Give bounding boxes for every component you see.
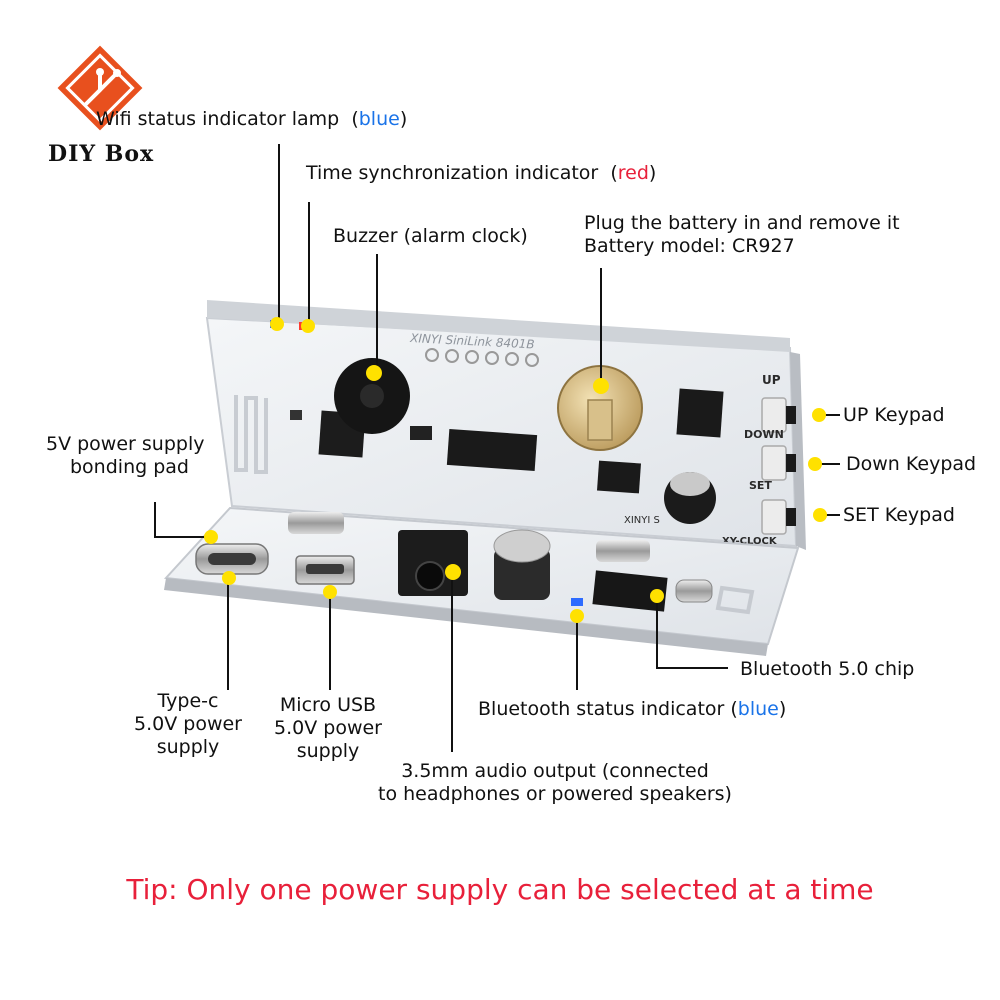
silkscreen-top: XINYI SiniLink 8401B: [409, 331, 535, 352]
label-type-c: Type-c 5.0V power supply: [134, 690, 242, 758]
capacitor-upright: [664, 472, 716, 524]
label-audio-output: 3.5mm audio output (connected to headpho…: [378, 760, 732, 805]
label-buzzer: Buzzer (alarm clock): [333, 225, 528, 247]
marker-dots: [204, 317, 827, 623]
brand-name: DIY Box: [48, 141, 155, 167]
silk-brand: XINYI S: [624, 515, 660, 526]
label-wifi-indicator: Wifi status indicator lamp (blue): [96, 108, 408, 130]
bt-led: [571, 598, 583, 606]
buzzer: [334, 358, 410, 434]
silk-down: DOWN: [744, 428, 784, 441]
label-micro-usb: Micro USB 5.0V power supply: [274, 694, 382, 762]
smd-chip-1: [410, 426, 432, 440]
bracket-left: [288, 512, 344, 534]
wifi-antenna-trace: [234, 395, 268, 474]
smd-chip-2: [290, 410, 302, 420]
silk-up: UP: [762, 373, 781, 387]
label-power-bonding-pad: 5V power supply bonding pad: [46, 433, 205, 478]
silk-model: XY-CLOCK: [722, 536, 778, 547]
driver-chip: [446, 428, 538, 472]
bracket-right: [596, 540, 650, 562]
battery-holder: [557, 365, 643, 451]
label-battery: Plug the battery in and remove it Batter…: [584, 212, 900, 257]
leader-lines: [154, 144, 840, 752]
label-bt-chip: Bluetooth 5.0 chip: [740, 658, 915, 680]
regulator-chip: [676, 388, 724, 438]
header-holes: [425, 348, 539, 367]
small-chip: [597, 460, 641, 494]
label-time-sync-indicator: Time synchronization indicator (red): [306, 162, 657, 184]
bt-antenna-trace: [715, 585, 755, 615]
tip-text: Tip: Only one power supply can be select…: [126, 873, 874, 906]
bluetooth-chip: [592, 570, 668, 612]
keypad-plungers: [786, 406, 796, 526]
silk-set: SET: [749, 479, 772, 492]
crystal: [675, 579, 713, 603]
label-up-keypad: UP Keypad: [843, 404, 945, 426]
keypad-buttons: [761, 397, 787, 535]
label-down-keypad: Down Keypad: [846, 453, 977, 475]
label-bt-indicator: Bluetooth status indicator (blue): [478, 698, 787, 720]
capacitor-base: [493, 529, 551, 600]
audio-jack: [398, 530, 468, 596]
diy-box-logo: [57, 45, 143, 131]
label-set-keypad: SET Keypad: [843, 504, 955, 526]
